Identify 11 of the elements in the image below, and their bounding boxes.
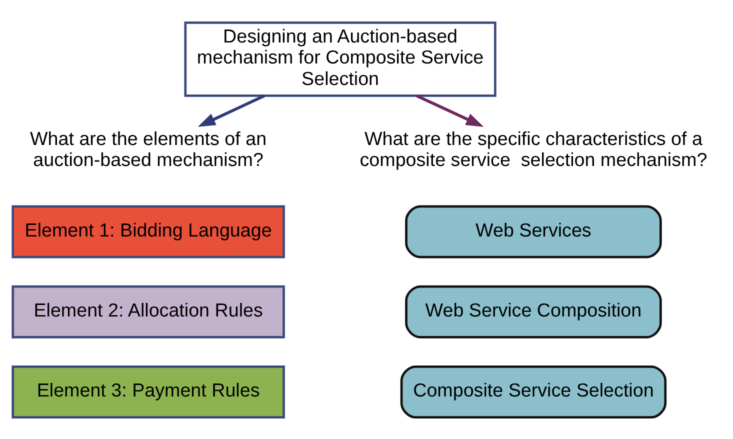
node-box: Web Services: [405, 204, 662, 258]
node-box: Element 3: Payment Rules: [12, 364, 285, 418]
node-text: What are the specific characteristics of a composite service selection mechanism?: [360, 127, 708, 170]
node-box: Designing an Auction-based mechanism for Composite Service Selection: [184, 21, 496, 96]
arrow: [198, 94, 266, 126]
arrow: [416, 94, 484, 126]
node-box: Element 2: Allocation Rules: [12, 284, 285, 338]
node-text: What are the elements of an auction-based mechanism?: [30, 127, 267, 170]
node-box: Composite Service Selection: [400, 364, 667, 418]
node-box: Element 1: Bidding Language: [12, 204, 285, 258]
node-box: Web Service Composition: [405, 284, 662, 338]
